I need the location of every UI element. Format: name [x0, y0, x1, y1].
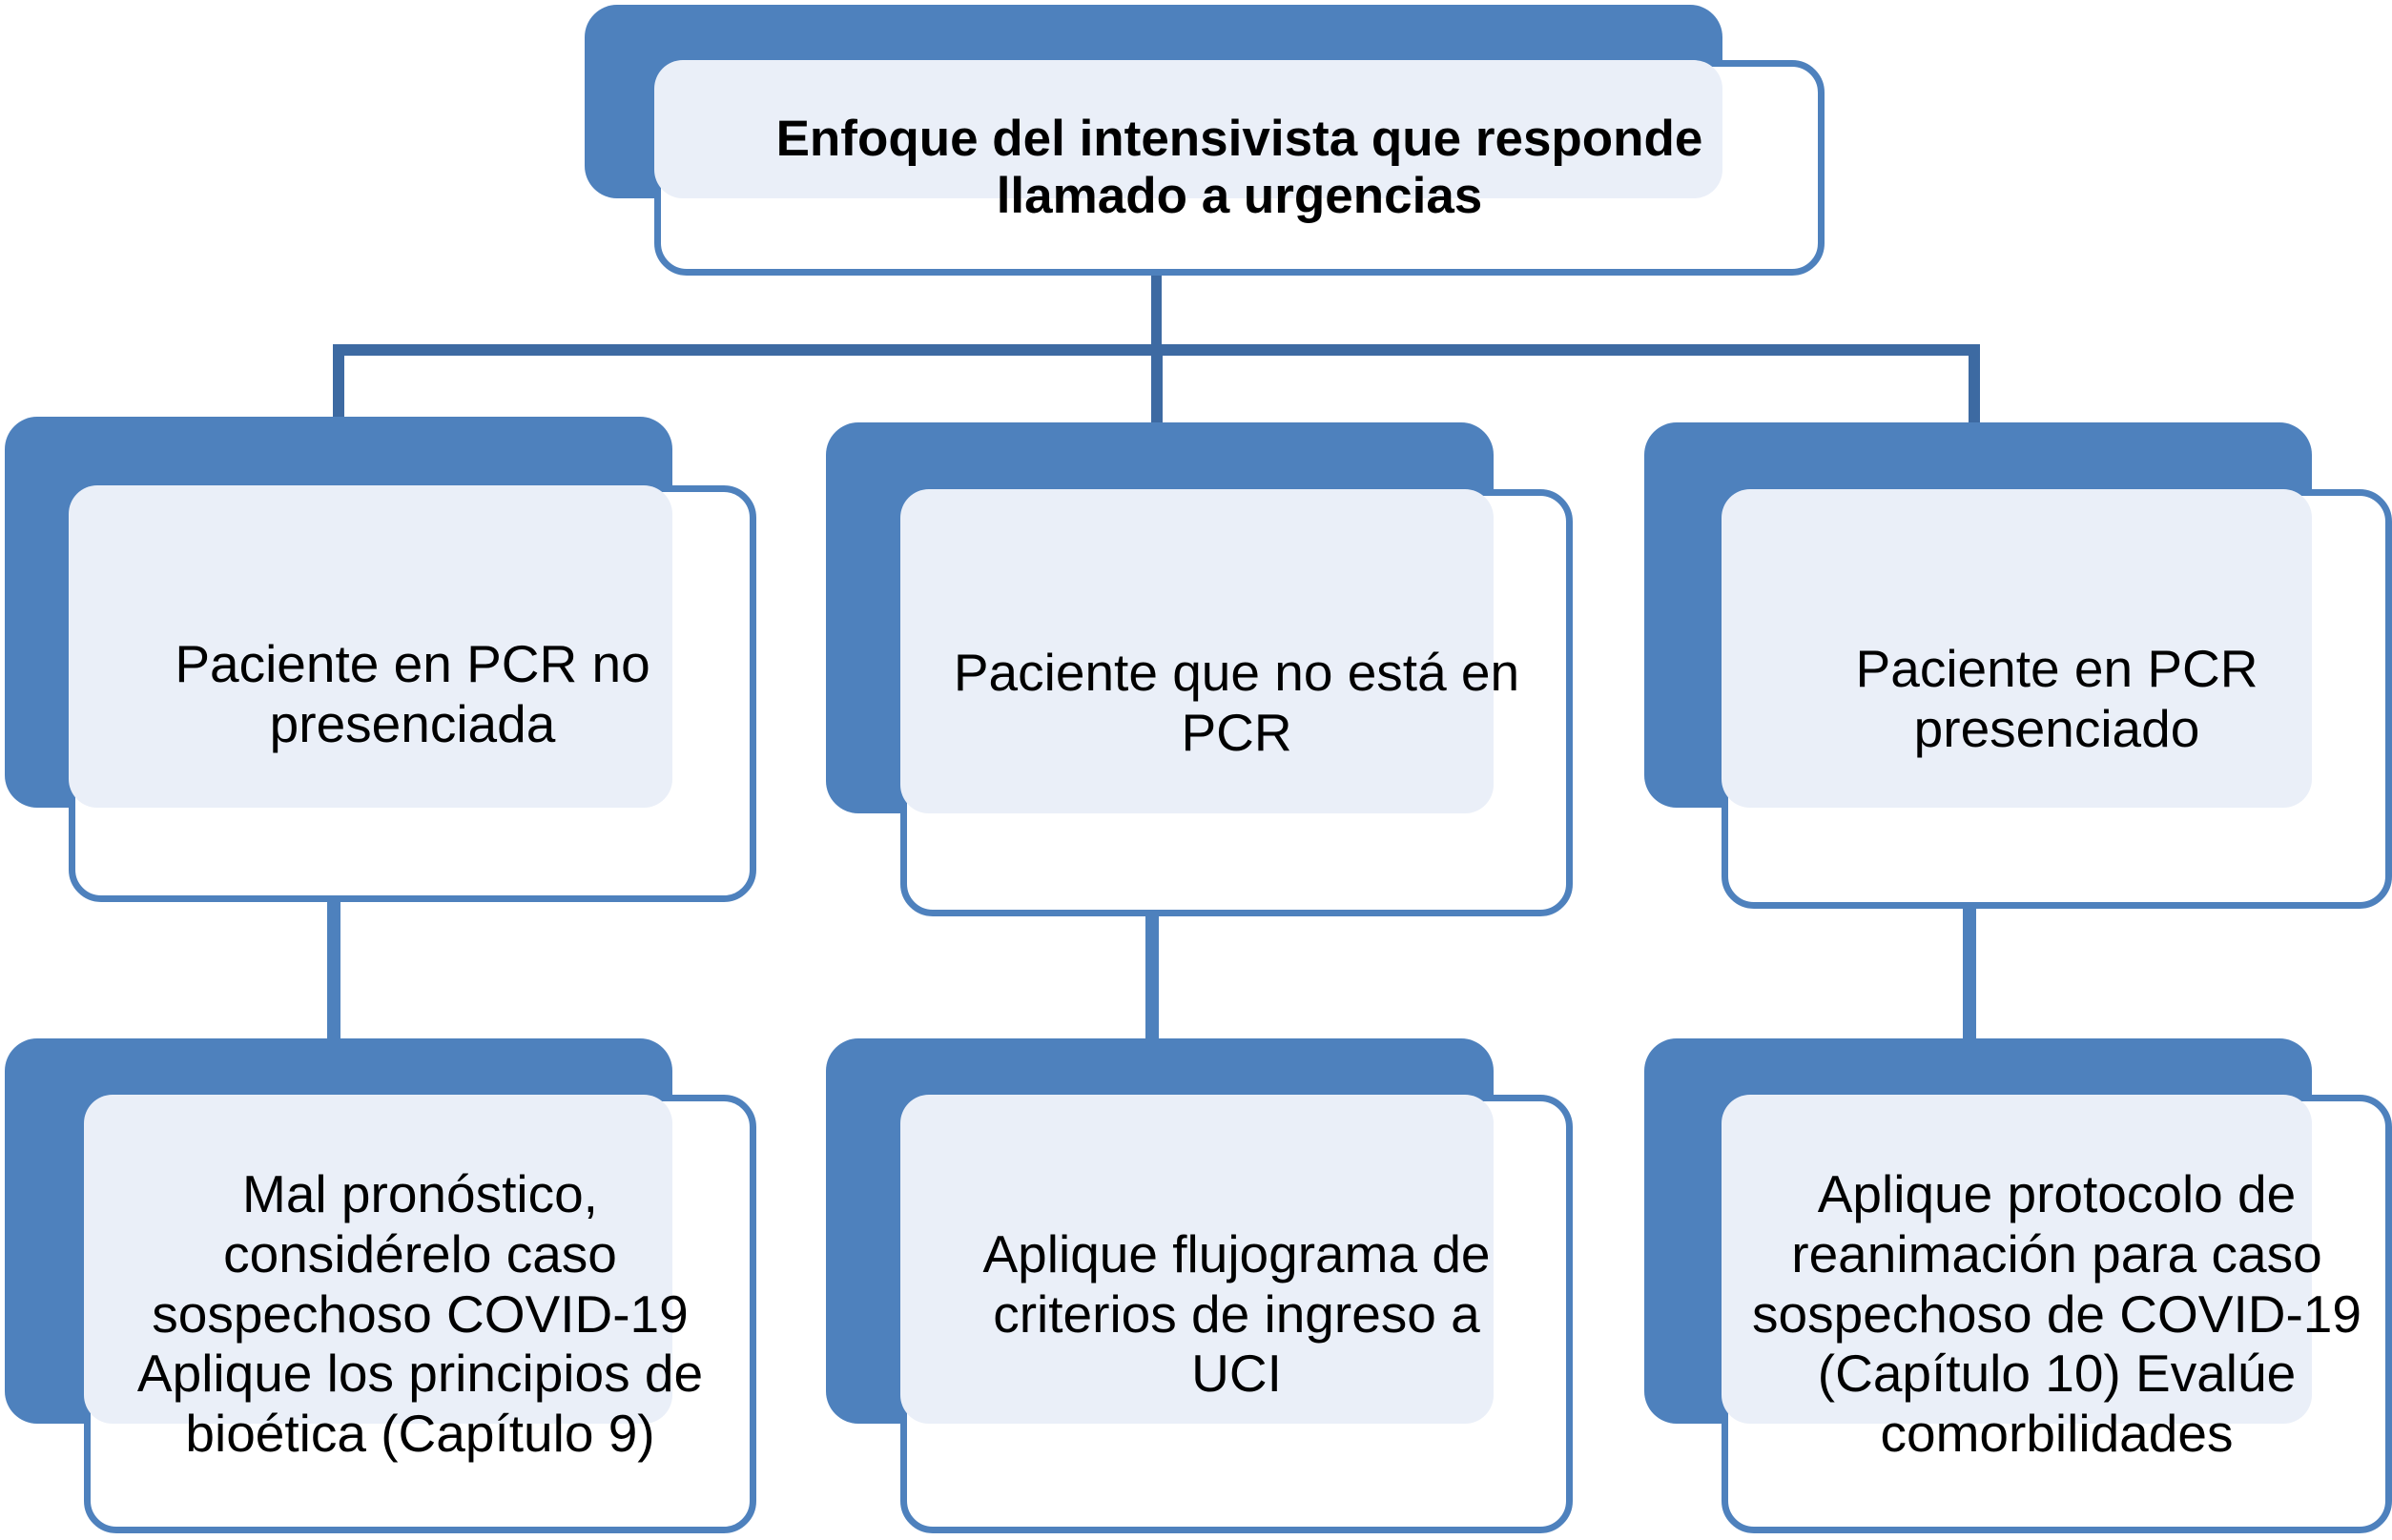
connector-root-stem [1151, 259, 1162, 347]
node-outcome-center-inner-fill [900, 1095, 1494, 1424]
connector-bus-to-branch-right [1969, 344, 1980, 426]
connector-bus-to-branch-center [1151, 344, 1163, 426]
node-outcome-left-inner-fill [84, 1095, 672, 1424]
connector-branch-left-to-outcome [327, 863, 340, 1063]
node-outcome-center-label: Aplique flujograma de criterios de ingre… [982, 1223, 1491, 1404]
connector-bus-to-branch-left [333, 344, 344, 426]
node-root-label: Enfoque del intensivista que responde ll… [775, 110, 1703, 224]
node-branch-right-inner-fill [1722, 489, 2312, 808]
node-outcome-right-label: Aplique protocolo de reanimación para ca… [1752, 1164, 2361, 1464]
node-root-inner-fill [654, 60, 1722, 198]
node-outcome-left-label: Mal pronóstico, considérelo caso sospech… [136, 1164, 704, 1464]
node-branch-right-label: Paciente en PCR presenciado [1855, 639, 2258, 758]
node-branch-left-label: Paciente en PCR no presenciada [175, 633, 650, 753]
node-branch-center-label: Paciente que no está en PCR [953, 643, 1520, 762]
node-branch-left-inner-fill [69, 485, 672, 808]
node-outcome-right-inner-fill [1722, 1095, 2312, 1424]
node-branch-center-inner-fill [900, 489, 1494, 813]
